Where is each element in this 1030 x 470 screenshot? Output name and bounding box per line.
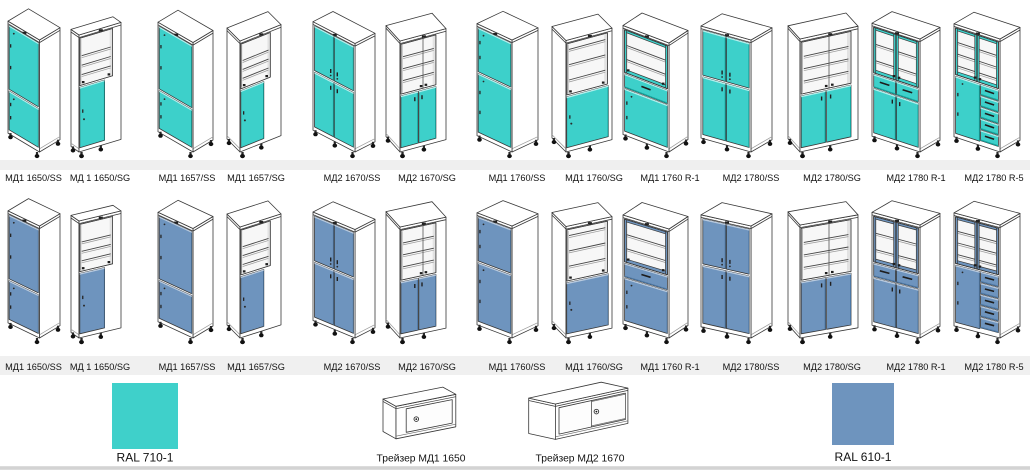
svg-text:МД2 1670/SS: МД2 1670/SS	[324, 362, 381, 372]
svg-text:Трейзер МД1 1650: Трейзер МД1 1650	[377, 454, 466, 465]
svg-text:МД2 1780/SG: МД2 1780/SG	[803, 173, 861, 183]
svg-text:МД1 1760/SG: МД1 1760/SG	[565, 173, 623, 183]
svg-text:МД1 1760/SS: МД1 1760/SS	[489, 362, 546, 372]
svg-text:МД2 1670/SG: МД2 1670/SG	[398, 173, 456, 183]
svg-text:МД 1 1650/SG: МД 1 1650/SG	[70, 173, 130, 183]
svg-text:МД2 1780/SG: МД2 1780/SG	[803, 362, 861, 372]
svg-text:МД2 1670/SG: МД2 1670/SG	[398, 362, 456, 372]
svg-text:МД1 1650/SS: МД1 1650/SS	[5, 362, 62, 372]
svg-text:МД2 1780/SS: МД2 1780/SS	[723, 362, 780, 372]
svg-text:МД1 1657/SG: МД1 1657/SG	[227, 173, 285, 183]
svg-text:МД2 1780 R-1: МД2 1780 R-1	[886, 173, 945, 183]
svg-text:МД2 1780/SS: МД2 1780/SS	[723, 173, 780, 183]
svg-text:RAL 710-1: RAL 710-1	[117, 451, 174, 465]
svg-text:МД1 1760 R-1: МД1 1760 R-1	[640, 362, 699, 372]
svg-text:МД1 1760 R-1: МД1 1760 R-1	[640, 173, 699, 183]
svg-text:МД2 1670/SS: МД2 1670/SS	[324, 173, 381, 183]
svg-text:Трейзер МД2 1670: Трейзер МД2 1670	[536, 454, 625, 465]
svg-text:МД1 1657/SS: МД1 1657/SS	[159, 173, 216, 183]
svg-text:МД1 1760/SS: МД1 1760/SS	[489, 173, 546, 183]
svg-text:МД1 1657/SS: МД1 1657/SS	[159, 362, 216, 372]
svg-text:МД 1 1650/SG: МД 1 1650/SG	[70, 362, 130, 372]
svg-text:МД2 1780 R-5: МД2 1780 R-5	[964, 362, 1023, 372]
svg-text:МД2 1780 R-5: МД2 1780 R-5	[964, 173, 1023, 183]
svg-text:МД2 1780 R-1: МД2 1780 R-1	[886, 362, 945, 372]
svg-text:МД1 1657/SG: МД1 1657/SG	[227, 362, 285, 372]
svg-text:RAL 610-1: RAL 610-1	[835, 450, 892, 464]
svg-text:МД1 1760/SG: МД1 1760/SG	[565, 362, 623, 372]
svg-text:МД1 1650/SS: МД1 1650/SS	[5, 173, 62, 183]
